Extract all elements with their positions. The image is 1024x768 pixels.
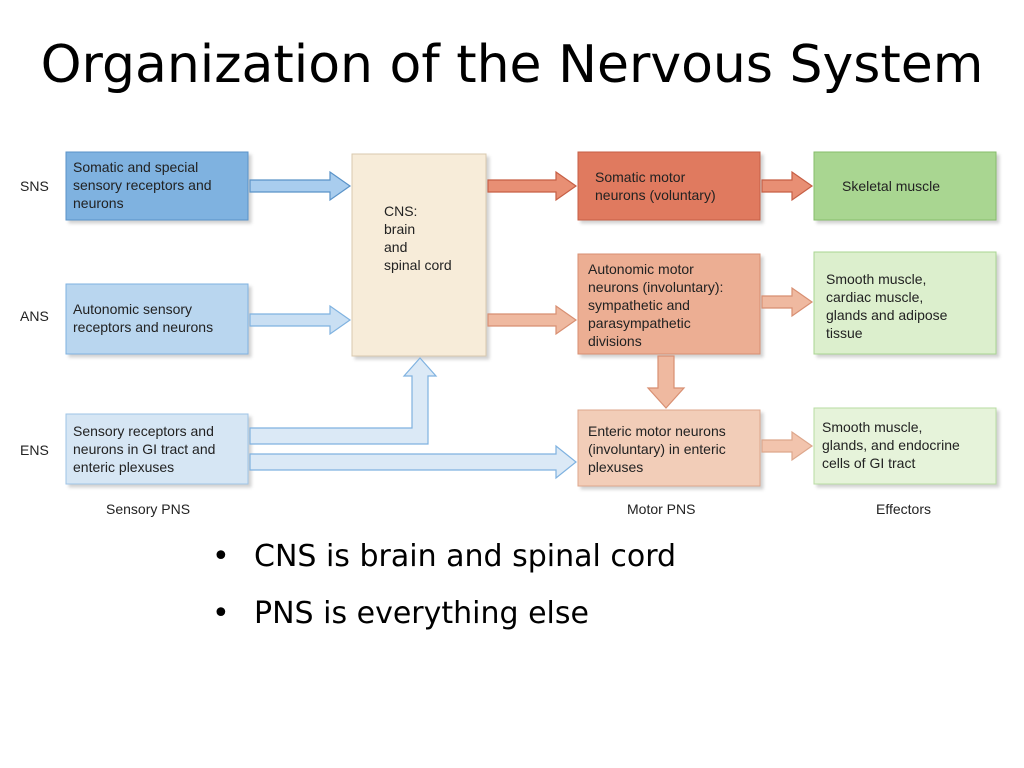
arrow-autonomic-to-effectors (761, 286, 814, 318)
arrow-somatic-to-skeletal (761, 170, 814, 202)
page-title: Organization of the Nervous System (40, 35, 984, 95)
sensory-label-sns: Somatic and special sensory receptors an… (73, 159, 212, 211)
effector-box-enteric (813, 407, 997, 485)
sensory-box-ans (65, 283, 249, 355)
row-label-ens: ENS (20, 442, 49, 458)
arrow-enteric-to-effectors (761, 430, 814, 462)
motor-box-somatic (577, 151, 761, 221)
row-label-ans: ANS (20, 308, 49, 324)
bullet-list: CNS is brain and spinal cord PNS is ever… (212, 536, 676, 650)
effector-label-autonomic: Smooth muscle, cardiac muscle, glands an… (826, 271, 948, 341)
sensory-box-sns (65, 151, 249, 221)
effector-label-skeletal: Skeletal muscle (842, 178, 941, 194)
row-label-sns: SNS (20, 178, 49, 194)
arrow-ans-to-cns (249, 304, 352, 336)
effector-box-skeletal (813, 151, 997, 221)
column-label-effectors: Effectors (876, 501, 931, 517)
cns-box (351, 153, 487, 357)
column-label-motor: Motor PNS (627, 501, 696, 517)
arrow-autonomic-to-enteric-motor (646, 355, 686, 409)
bullet-item: PNS is everything else (212, 593, 676, 650)
arrow-ens-to-cns (249, 357, 438, 445)
motor-box-autonomic (577, 253, 761, 355)
effector-label-enteric: Smooth muscle, glands, and endocrine cel… (822, 419, 960, 471)
column-label-sensory: Sensory PNS (106, 501, 191, 517)
sensory-label-ans: Autonomic sensory receptors and neurons (73, 301, 214, 335)
motor-label-autonomic: Autonomic motor neurons (involuntary): s… (588, 261, 724, 349)
effector-box-autonomic (813, 251, 997, 355)
bullet-item: CNS is brain and spinal cord (212, 536, 676, 593)
motor-box-enteric (577, 409, 761, 487)
arrow-cns-to-autonomic-motor (487, 304, 578, 336)
arrow-ens-to-enteric-motor (249, 444, 577, 480)
motor-label-enteric: Enteric motor neurons (involuntary) in e… (588, 423, 726, 475)
arrow-sns-to-cns (249, 170, 352, 202)
motor-label-somatic: Somatic motor neurons (voluntary) (595, 169, 716, 203)
arrow-cns-to-somatic-motor (487, 170, 578, 202)
sensory-box-ens (65, 413, 249, 485)
sensory-label-ens: Sensory receptors and neurons in GI trac… (73, 423, 216, 475)
cns-label: CNS: brain and spinal cord (384, 203, 452, 273)
